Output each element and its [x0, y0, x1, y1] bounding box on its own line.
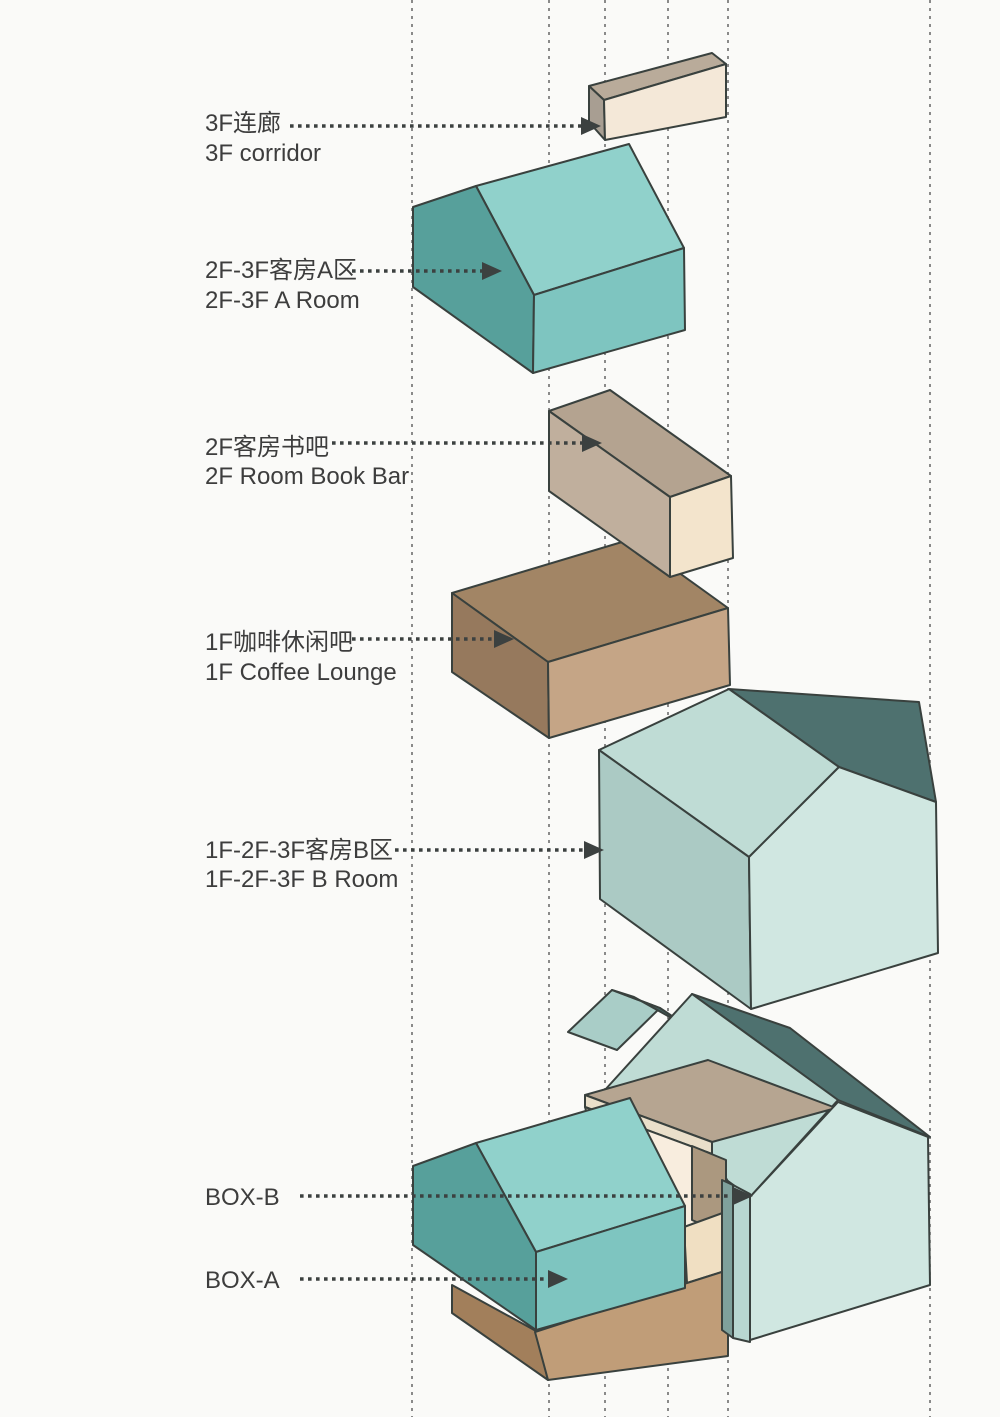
leader-arrows: [290, 117, 753, 1288]
labels: 3F连廊 3F corridor 2F-3F客房A区 2F-3F A Room …: [205, 110, 409, 1294]
label-3f-corridor-en: 3F corridor: [205, 140, 321, 167]
wall-slab-side-face: [721, 1179, 734, 1339]
bottom-assembly: [412, 989, 931, 1381]
coffee-front-face: [547, 607, 731, 739]
arrowhead-icon: [584, 841, 604, 859]
arrowhead-icon: [582, 434, 602, 452]
right-house-gable-face: [749, 1101, 931, 1341]
arrowhead-icon: [548, 1270, 568, 1288]
b-room-house: [598, 688, 939, 1010]
arrowhead-icon: [733, 1187, 753, 1205]
box-b-house: [412, 1097, 686, 1331]
label-coffee-lounge-en: 1F Coffee Lounge: [205, 659, 397, 686]
book-bar-end-face: [669, 475, 734, 578]
label-box-b: BOX-B: [205, 1184, 280, 1211]
label-book-bar-en: 2F Room Book Bar: [205, 463, 409, 490]
label-book-bar-zh: 2F客房书吧: [205, 434, 329, 461]
wall-slab-front-face: [732, 1184, 751, 1343]
label-a-room-en: 2F-3F A Room: [205, 287, 360, 314]
a-room-gable-face: [412, 185, 535, 374]
arrowhead-icon: [581, 117, 601, 135]
label-box-a: BOX-A: [205, 1267, 280, 1294]
book-bar-box: [548, 389, 734, 578]
b-room-gable-face: [748, 766, 939, 1010]
corridor-box: [588, 52, 727, 141]
box-b-front-face: [535, 1205, 686, 1331]
corridor-front-face: [603, 63, 727, 141]
a-room-house: [412, 143, 686, 374]
label-coffee-lounge-zh: 1F咖啡休闲吧: [205, 629, 353, 656]
arrowhead-icon: [482, 262, 502, 280]
label-b-room-en: 1F-2F-3F B Room: [205, 866, 398, 893]
label-a-room-zh: 2F-3F客房A区: [205, 257, 357, 284]
label-3f-corridor-zh: 3F连廊: [205, 110, 281, 137]
box-b-gable-face: [412, 1142, 537, 1331]
a-room-front-face: [532, 247, 686, 374]
arrowhead-icon: [494, 630, 514, 648]
label-b-room-zh: 1F-2F-3F客房B区: [205, 837, 393, 864]
